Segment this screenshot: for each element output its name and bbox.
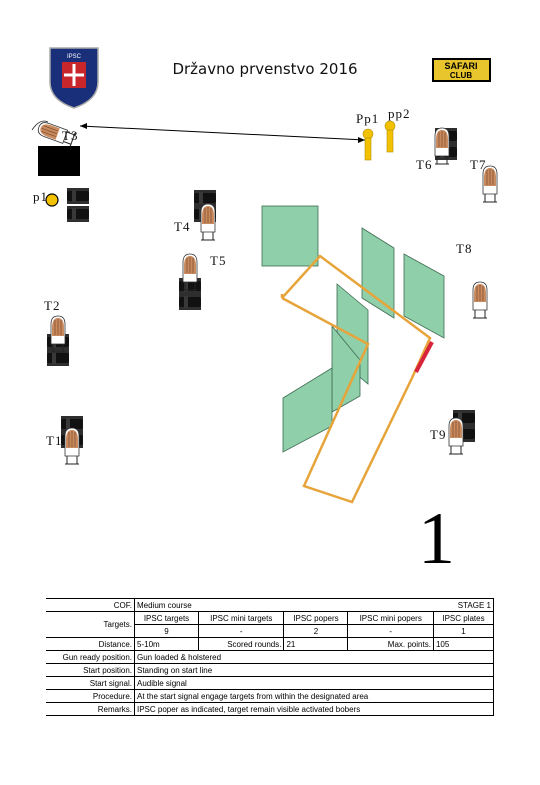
header-ipsc-mini-targets: IPSC mini targets xyxy=(197,611,285,625)
procedure-label: Procedure. xyxy=(46,689,135,703)
plate-p1 xyxy=(45,193,59,207)
walls xyxy=(261,205,445,453)
svg-text:CLUB: CLUB xyxy=(450,71,472,80)
label-t6: T6 xyxy=(416,157,433,172)
svg-text:SAFARI: SAFARI xyxy=(444,61,477,71)
header-ipsc-popers: IPSC popers xyxy=(283,611,349,625)
popper-pp1 xyxy=(362,128,374,161)
start-signal-label: Start signal. xyxy=(46,676,135,690)
max-points-label: Max. points. xyxy=(347,637,434,651)
remarks-value: IPSC poper as indicated, target remain v… xyxy=(134,702,494,716)
label-pp1: Pp1 xyxy=(356,111,380,126)
label-t7: T7 xyxy=(470,157,487,172)
cof-label: COF. xyxy=(46,598,135,612)
scored-label: Scored rounds. xyxy=(197,637,285,651)
start-position-value: Standing on start line xyxy=(134,663,494,677)
procedure-value: At the start signal engage targets from … xyxy=(134,689,494,703)
value-ipsc-mini-targets: - xyxy=(197,624,285,638)
value-ipsc-plates: 1 xyxy=(432,624,495,638)
target-t1 xyxy=(64,427,80,465)
value-ipsc-targets: 9 xyxy=(134,624,199,638)
max-points-value: 105 xyxy=(432,637,495,651)
targets-label: Targets. xyxy=(46,611,135,638)
label-t5: T5 xyxy=(210,253,227,268)
label-t8: T8 xyxy=(456,241,473,256)
label-t9: T9 xyxy=(430,427,447,442)
header-ipsc-mini-popers: IPSC mini popers xyxy=(347,611,434,625)
header-ipsc-targets: IPSC targets xyxy=(134,611,199,625)
stage-number: 1 xyxy=(418,498,455,580)
label-p1: p1 xyxy=(33,189,48,204)
start-position-label: Start position. xyxy=(46,663,135,677)
distance-label: Distance. xyxy=(46,637,135,651)
start-signal-value: Audible signal xyxy=(134,676,494,690)
popper-pp2 xyxy=(384,120,396,153)
target-t3 xyxy=(31,120,80,176)
label-t2: T2 xyxy=(44,298,61,313)
value-ipsc-mini-popers: - xyxy=(347,624,434,638)
activation-line xyxy=(79,123,366,143)
gun-ready-value: Gun loaded & holstered xyxy=(134,650,494,664)
label-pp2: pp2 xyxy=(388,106,411,121)
label-t4: T4 xyxy=(174,219,191,234)
scored-value: 21 xyxy=(283,637,349,651)
start-line xyxy=(414,341,434,373)
value-ipsc-popers: 2 xyxy=(283,624,349,638)
cof-value: Medium course xyxy=(134,598,434,612)
svg-text:IPSC: IPSC xyxy=(67,54,82,60)
page-title: Državno prvenstvo 2016 xyxy=(172,60,358,78)
stage-info-table: COF. Medium course STAGE 1 Targets. IPSC… xyxy=(46,598,495,716)
stage-label: STAGE 1 xyxy=(433,598,495,612)
target-t8 xyxy=(472,281,488,319)
distance-value: 5-10m xyxy=(134,637,199,651)
label-t1: T1 xyxy=(46,433,63,448)
remarks-label: Remarks. xyxy=(46,702,135,716)
header-ipsc-plates: IPSC plates xyxy=(432,611,495,625)
gun-ready-label: Gun ready position. xyxy=(46,650,135,664)
shooting-area xyxy=(280,254,432,504)
safari-club-logo: SAFARI CLUB xyxy=(432,58,491,82)
federation-shield-logo: IPSC xyxy=(49,47,99,109)
label-t3: T3 xyxy=(62,128,79,143)
target-t4 xyxy=(200,203,216,241)
target-t9 xyxy=(448,417,464,455)
